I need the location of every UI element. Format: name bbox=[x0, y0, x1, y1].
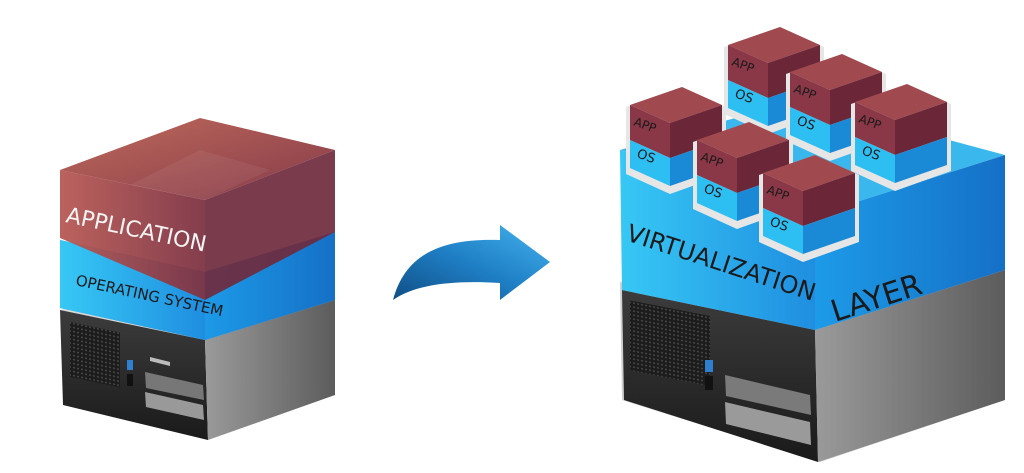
left-server bbox=[60, 278, 335, 440]
arrow-right-icon bbox=[393, 225, 550, 300]
vm-os-label: OS bbox=[635, 147, 657, 167]
vm-os-label: OS bbox=[702, 182, 724, 202]
vm-os-label: OS bbox=[768, 215, 790, 235]
vm-os-label: OS bbox=[795, 114, 817, 134]
right-server bbox=[620, 262, 1005, 462]
left-application-layer: APPLICATION bbox=[60, 118, 335, 300]
vm-os-label: OS bbox=[860, 144, 882, 164]
vm-os-label: OS bbox=[733, 87, 755, 107]
